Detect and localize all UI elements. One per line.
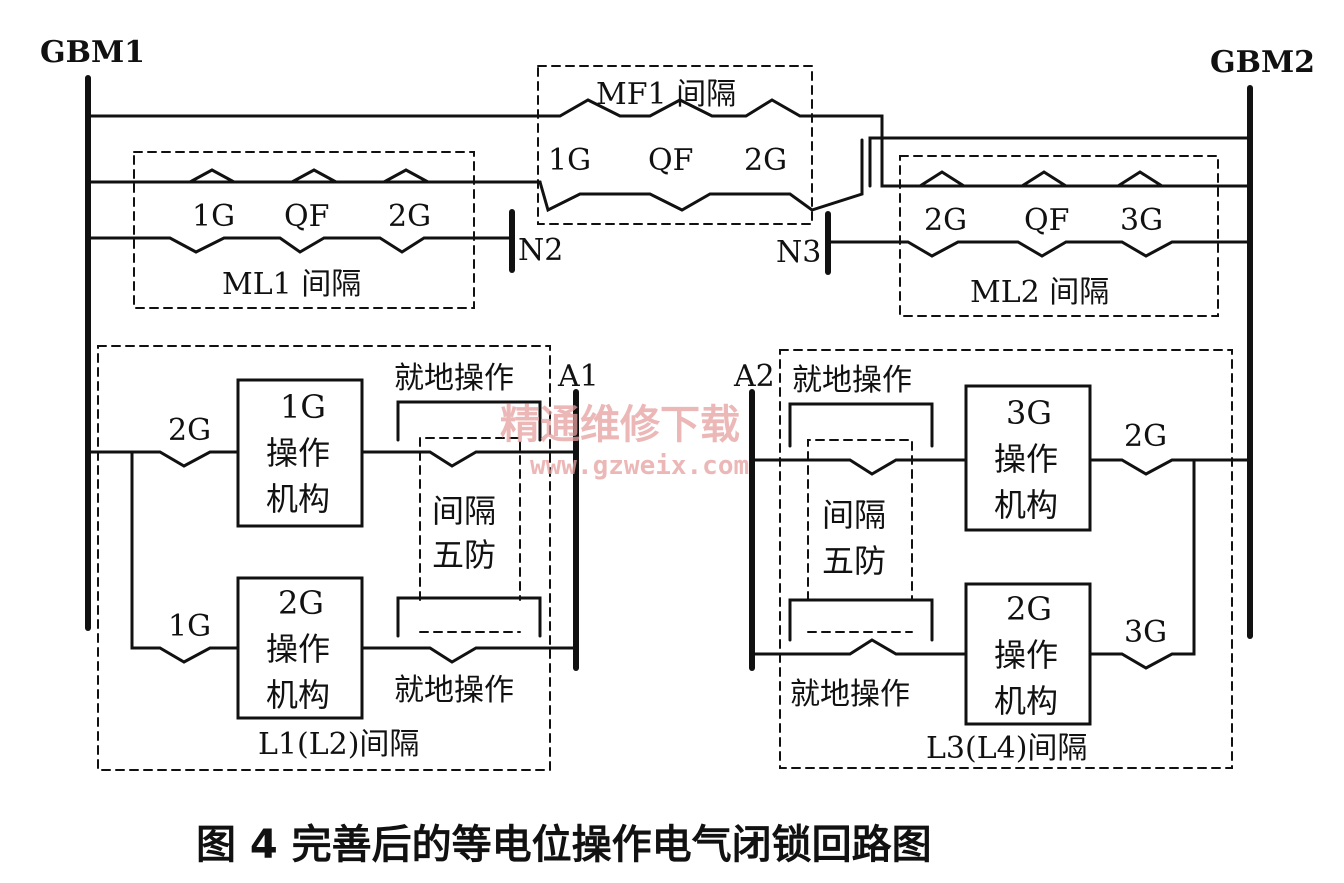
figure-caption: 图 4 完善后的等电位操作电气闭锁回路图 [196,822,932,868]
ml2-bottom-wire [826,240,1252,258]
l1-mech-bottom-line3: 机构 [266,676,330,714]
l3-mech-top-box [964,384,1092,532]
ml2-sw2-label: QF [1024,203,1069,238]
l3-sw-bottom-label: 3G [1124,615,1167,650]
l1-mech-top-line3: 机构 [266,480,330,518]
ml1-top-wire [86,168,542,184]
l1-local-bottom-label: 就地操作 [394,673,514,708]
ml1-sw3-label: 2G [388,199,431,234]
l1-top-out-wire [360,450,578,468]
l1-mech-bottom-line1: 2G [278,584,324,622]
l1-five-prev-line2: 五防 [432,536,496,574]
mf1-sw1-label: 1G [548,143,591,178]
l1-mech-top-line2: 操作 [266,434,330,472]
l3-mech-top-line1: 3G [1006,394,1052,432]
label-n2: N2 [518,233,563,268]
ml2-sw1-label: 2G [924,203,967,238]
l3-local-top-box [788,402,934,448]
ml1-bottom-wire [86,236,514,254]
ml2-title: ML2 间隔 [970,275,1109,310]
label-a1: A1 [557,359,599,394]
l1-top-wire [86,450,240,468]
watermark-cn: 精通维修下载 [500,402,740,448]
mf1-sw3-label: 2G [744,143,787,178]
ml1-title: ML1 间隔 [222,267,361,302]
l1-local-bottom-box [396,596,542,638]
l3-top-wire [750,458,968,476]
l1-title: L1(L2)间隔 [258,727,419,762]
mf1-title: MF1 间隔 [596,77,736,112]
mf1-bay-frame [537,65,813,225]
mf1-top-wire [86,98,1252,188]
l3-five-prev-line2: 五防 [822,542,886,580]
l1-mech-top-line1: 1G [280,388,326,426]
l3-mech-bottom-line3: 机构 [994,682,1058,720]
l3-bay-frame [779,349,1233,769]
l1-five-prev-line1: 间隔 [432,492,496,530]
l1-bay-frame [97,345,551,771]
mf1-sw2-label: QF [648,143,693,178]
label-a2: A2 [733,359,775,394]
l3-title: L3(L4)间隔 [926,731,1087,766]
l3-sw-top-label: 2G [1124,419,1167,454]
l3-mech-top-line3: 机构 [994,486,1058,524]
watermark-url: www.gzweix.com [530,451,749,481]
l1-bottom-wire [130,450,240,664]
l3-top-out-wire [1088,458,1252,476]
l1-sw-top-label: 2G [168,413,211,448]
label-gbm2: GBM2 [1210,45,1315,80]
ml2-bay-frame [899,155,1219,317]
l3-five-prev-frame [807,439,913,601]
l3-local-top-label: 就地操作 [792,363,912,398]
ml1-bay-frame [133,151,475,309]
ml1-sw1-label: 1G [192,199,235,234]
l3-local-bottom-box [788,598,934,642]
label-gbm1: GBM1 [40,35,145,70]
l3-five-prev-line1: 间隔 [822,496,886,534]
l3-mech-bottom-line1: 2G [1006,590,1052,628]
l3-mech-top-line2: 操作 [994,440,1058,478]
l1-mech-bottom-line2: 操作 [266,630,330,668]
l1-sw-bottom-label: 1G [168,609,211,644]
mf1-gbm2-wire [868,136,1252,188]
ml2-sw3-label: 3G [1120,203,1163,238]
l3-bottom-wire [750,638,968,656]
ml1-sw2-label: QF [284,199,329,234]
l3-mech-bottom-line2: 操作 [994,636,1058,674]
label-n3: N3 [776,235,821,270]
l3-local-bottom-label: 就地操作 [790,677,910,712]
l3-bottom-out-wire [1088,458,1196,670]
l1-local-top-box [396,400,542,442]
ml2-top-wire [880,170,1252,188]
l1-five-prev-frame [419,437,521,601]
l1-bottom-out-wire [360,646,578,664]
l1-local-top-label: 就地操作 [394,361,514,396]
